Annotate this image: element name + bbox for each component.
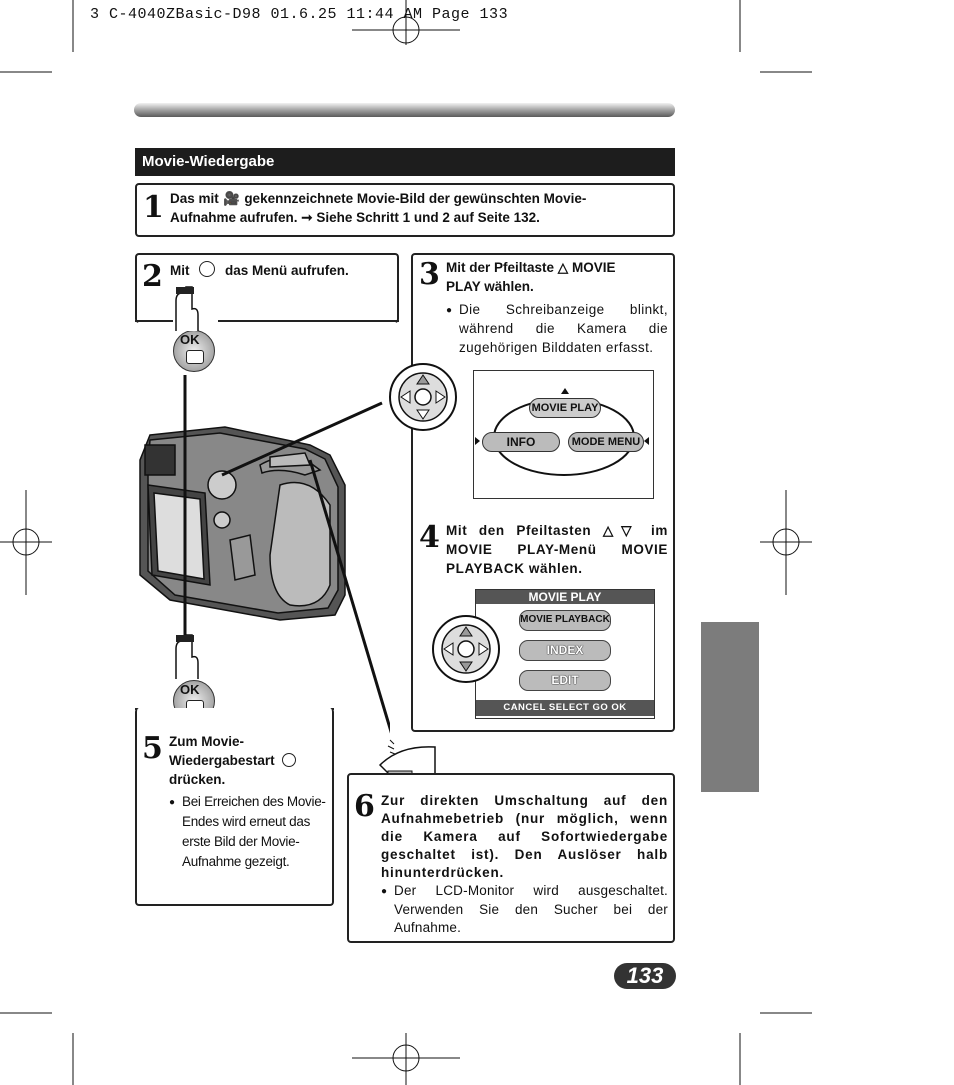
menu-wheel-screen: MOVIE PLAY INFO MODE MENU	[473, 370, 654, 499]
step-2-text-a: Mit	[170, 263, 190, 278]
step-4-text-c: MOVIE PLAY-Menü MOVIE PLAYBACK wählen.	[446, 542, 668, 576]
step-1-number: 1	[143, 190, 164, 225]
side-tab	[701, 622, 759, 792]
step-4-number: 4	[419, 520, 440, 555]
step-2-box-bottom-left	[135, 320, 173, 322]
ok-menu-icon	[199, 261, 216, 277]
page-number: 133	[614, 963, 676, 989]
lcd-title: MOVIE PLAY	[476, 590, 654, 604]
step-5-text: Zum Movie-Wiedergabestart drücken.	[169, 732, 327, 789]
step-2-text-b: das Menü aufrufen.	[225, 263, 349, 278]
step-6-number: 6	[354, 789, 375, 824]
step-3-text-a: Mit der Pfeiltaste	[446, 260, 555, 275]
menu-icon-a	[186, 350, 204, 364]
decorative-bar	[134, 103, 675, 117]
step-3-text-c: PLAY wählen.	[446, 279, 534, 294]
step-4-text: Mit den Pfeiltasten △▽ im MOVIE PLAY-Men…	[446, 521, 668, 578]
ok-label-b: OK	[180, 682, 200, 697]
hand-pointer-icon-a	[175, 286, 199, 331]
ok-label-a: OK	[180, 332, 200, 347]
movie-icon: 🎥	[223, 191, 240, 206]
step-1-text-c: Aufnahme aufrufen.	[170, 210, 298, 225]
arrow-pad-icon-b	[432, 615, 500, 683]
step-1-box: 1 Das mit 🎥 gekennzeichnete Movie-Bild d…	[135, 183, 675, 237]
triangle-up-down-icon: △▽	[602, 523, 640, 538]
step-1-text-a: Das mit	[170, 191, 219, 206]
step-6-bullet: Der LCD-Monitor wird ausgeschaltet. Verw…	[381, 882, 668, 938]
step-3-4-box: 3 Mit der Pfeiltaste △ MOVIE PLAY wählen…	[411, 253, 675, 732]
step-4-text-b: im	[651, 523, 669, 538]
step-5-text-a: Zum Movie-Wiedergabestart	[169, 734, 275, 768]
step-2-number: 2	[142, 259, 163, 294]
lcd-footer: CANCEL SELECT GO OK	[476, 700, 654, 716]
step-1-text: Das mit 🎥 gekennzeichnete Movie-Bild der…	[170, 189, 668, 227]
triangle-up-icon: △	[557, 260, 569, 275]
step-5-bullet: Bei Erreichen des Movie-Endes wird erneu…	[169, 792, 332, 872]
lcd-item-index: INDEX	[519, 640, 611, 661]
print-header: 3 C-4040ZBasic-D98 01.6.25 11:44 AM Page…	[90, 6, 509, 23]
lcd-screen: MOVIE PLAY MOVIE PLAYBACK INDEX EDIT CAN…	[475, 589, 655, 719]
step-5-text-b: drücken.	[169, 772, 226, 787]
step-2-text: Mit das Menü aufrufen.	[170, 261, 395, 280]
menu-info: INFO	[482, 432, 560, 452]
menu-movie-play: MOVIE PLAY	[529, 398, 601, 418]
step-2-box-bottom-right	[218, 320, 399, 322]
step-1-text-b: gekennzeichnete Movie-Bild der gewünscht…	[244, 191, 587, 206]
step-3-number: 3	[419, 257, 440, 292]
step-3-bullet: Die Schreibanzeige blinkt, während die K…	[446, 300, 668, 357]
ok-button-a: OK	[173, 330, 215, 372]
camera-illustration	[139, 375, 390, 734]
step-6-box: 6 Zur direkten Umschaltung auf den Aufna…	[347, 773, 675, 943]
step-5-number: 5	[142, 731, 163, 766]
menu-mode-menu: MODE MENU	[568, 432, 644, 452]
hand-pointer-icon-b	[175, 634, 199, 679]
step-1-text-d: Siehe Schritt 1 und 2 auf Seite 132.	[316, 210, 540, 225]
lcd-item-movie-playback: MOVIE PLAYBACK	[519, 610, 611, 631]
step-3-text: Mit der Pfeiltaste △ MOVIE PLAY wählen.	[446, 258, 668, 296]
section-title: Movie-Wiedergabe	[135, 148, 675, 176]
step-5-box: 5 Zum Movie-Wiedergabestart drücken. Bei…	[135, 708, 334, 906]
lcd-item-edit: EDIT	[519, 670, 611, 691]
step-6-text: Zur direkten Umschaltung auf den Aufnahm…	[381, 793, 668, 880]
arrow-pad-icon-a	[389, 363, 457, 431]
step-4-text-a: Mit den Pfeiltasten	[446, 523, 592, 538]
step-3-text-b: MOVIE	[571, 260, 616, 275]
ok-menu-icon-small	[282, 753, 297, 767]
arrow-right-icon: ➞	[301, 210, 313, 225]
